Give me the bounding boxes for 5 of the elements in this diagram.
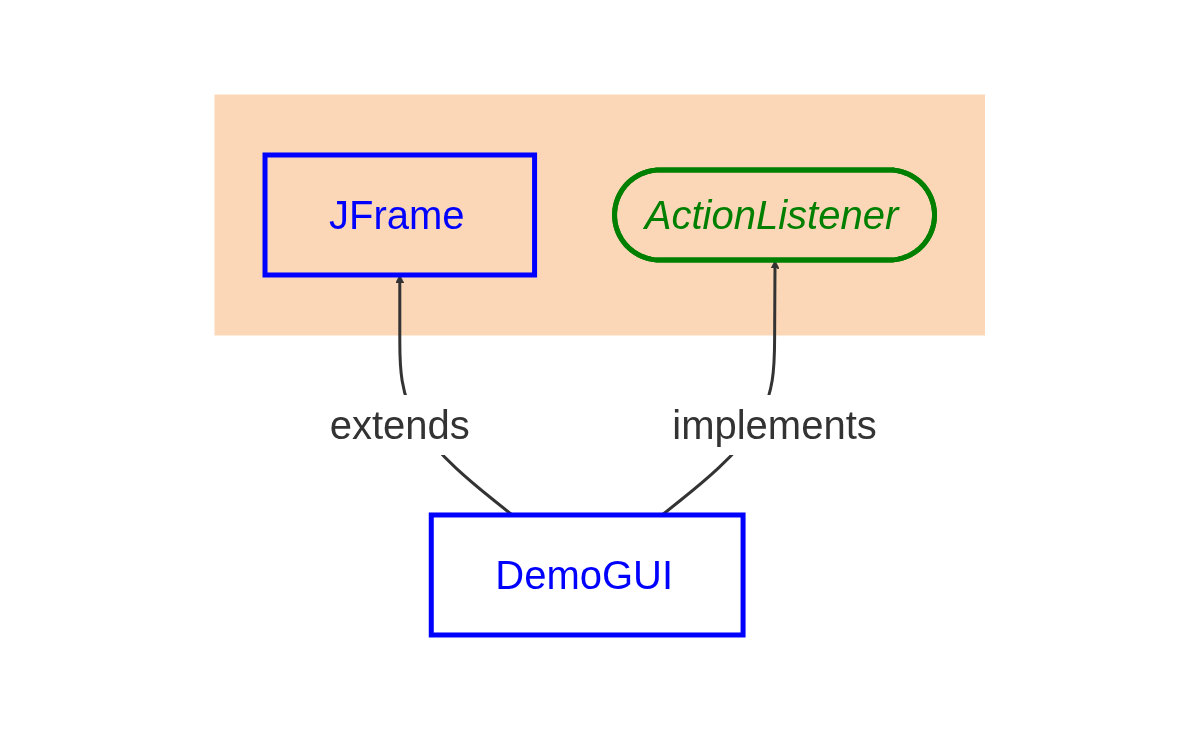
node-box: JFrame (262, 152, 538, 278)
edge-label: implements (672, 402, 878, 447)
cluster (214, 94, 986, 336)
edge-label: extends (329, 402, 471, 447)
node-box: DemoGUI (429, 512, 746, 638)
